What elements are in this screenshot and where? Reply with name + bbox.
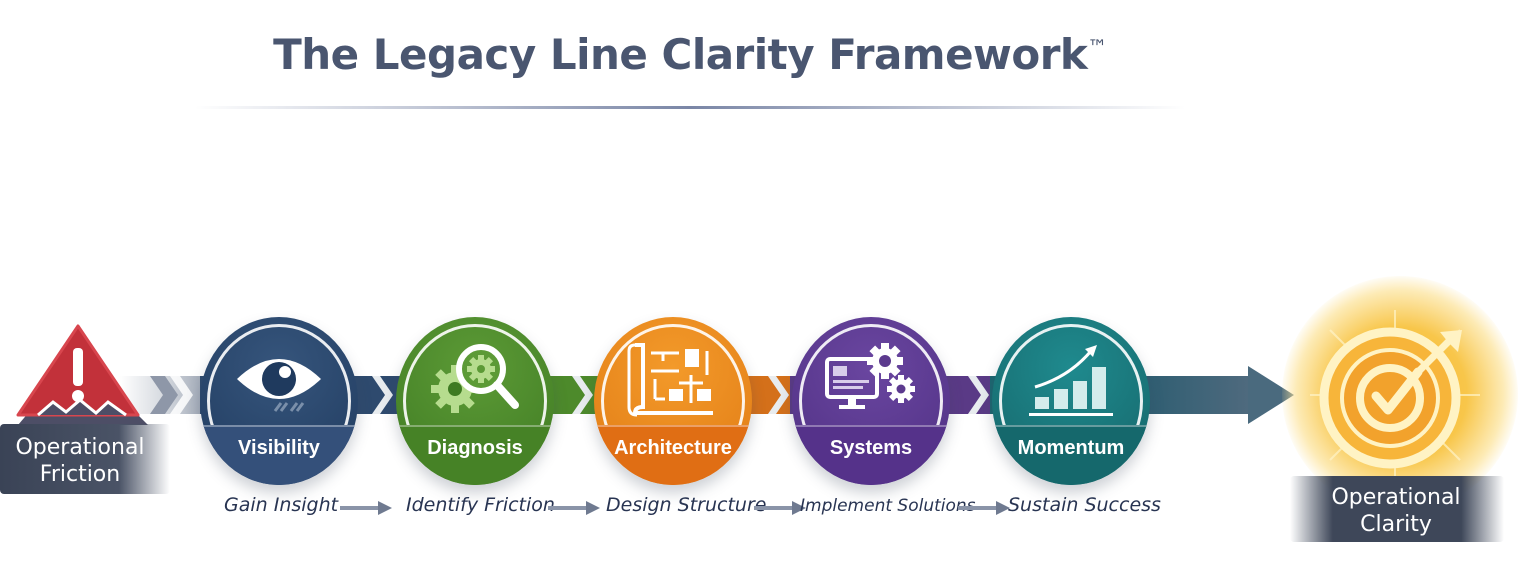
title-text: The Legacy Line Clarity Framework (273, 30, 1088, 79)
page-title: The Legacy Line Clarity Framework™ (0, 30, 1380, 79)
start-label-line1: Operational (15, 435, 145, 460)
end-label-box (1290, 476, 1504, 542)
chevron-separators (150, 376, 989, 414)
arrow-right-icon (754, 501, 806, 515)
stage-momentum[interactable]: Momentum (992, 317, 1150, 485)
stage-label: Diagnosis (396, 425, 554, 485)
subtitle-design-structure: Design Structure (606, 494, 767, 516)
stage-visibility[interactable]: Visibility (200, 317, 358, 485)
end-label-line2: Clarity (1360, 512, 1432, 537)
end-label-line1: Operational (1331, 485, 1461, 510)
subtitle-sustain-success: Sustain Success (1008, 494, 1161, 516)
chevron-start-2 (170, 376, 193, 414)
arrow-right-icon (548, 501, 600, 515)
target-check-icon (1310, 310, 1480, 480)
start-label-line2: Friction (39, 462, 121, 487)
trademark-symbol: ™ (1087, 35, 1107, 59)
stage-label: Systems (792, 425, 950, 485)
subtitle-gain-insight: Gain Insight (224, 494, 339, 516)
blueprint-icon (627, 343, 713, 417)
chevron-diagnosis-architecture (572, 376, 593, 414)
stage-label: Visibility (200, 425, 358, 485)
eye-icon (237, 359, 321, 412)
start-label: Operational Friction (0, 434, 160, 488)
stage-diagnosis[interactable]: Diagnosis (396, 317, 554, 485)
chevron-architecture-systems (768, 376, 789, 414)
stage-architecture[interactable]: Architecture (594, 317, 752, 485)
subtitle-identify-friction: Identify Friction (406, 494, 555, 516)
arrow-right-icon (958, 501, 1010, 515)
chevron-visibility-diagnosis (372, 376, 393, 414)
start-label-box (0, 424, 170, 494)
title-divider (195, 106, 1185, 109)
computer-gears-icon (825, 343, 915, 409)
arrow-right-icon (340, 501, 392, 515)
chevron-systems-momentum (968, 376, 989, 414)
subtitle-implement-solutions: Implement Solutions (800, 496, 976, 516)
stage-label: Momentum (992, 425, 1150, 485)
end-label: Operational Clarity (1296, 484, 1496, 538)
growth-chart-icon (1029, 345, 1113, 416)
chevron-start (150, 376, 178, 414)
magnifier-gear-icon (431, 344, 519, 413)
warning-triangle-icon (16, 324, 148, 425)
stage-label: Architecture (594, 425, 752, 485)
stage-systems[interactable]: Systems (792, 317, 950, 485)
flow-arrow-head (1248, 366, 1294, 424)
